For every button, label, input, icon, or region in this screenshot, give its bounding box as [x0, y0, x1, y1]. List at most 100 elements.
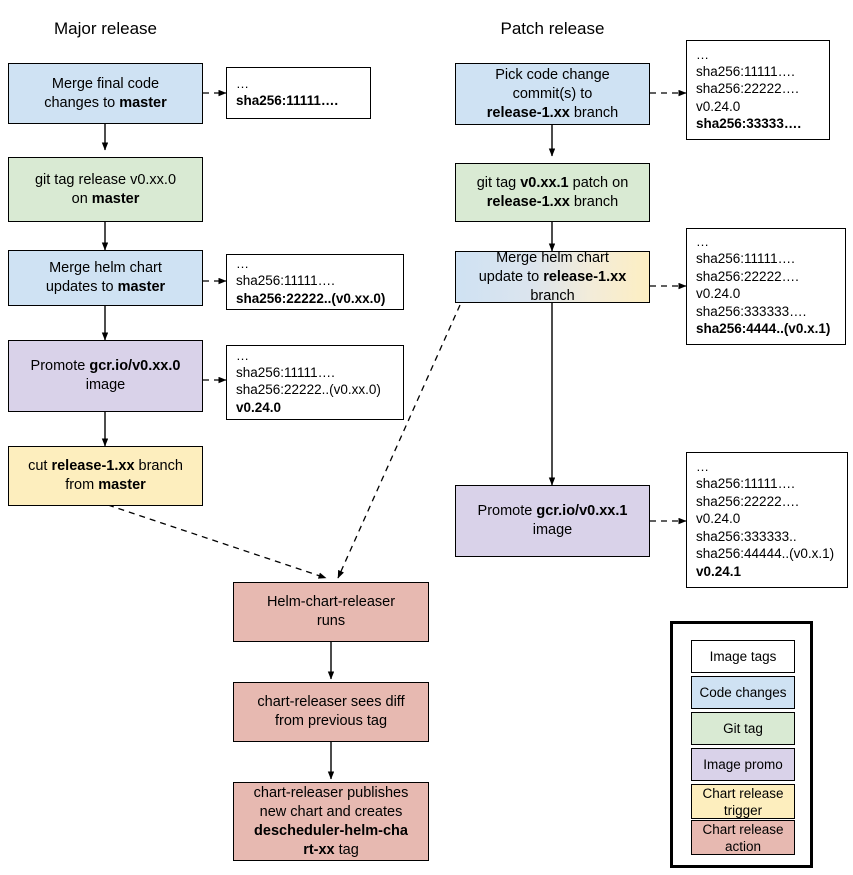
node-chart-releaser-sees-diff[interactable]: chart-releaser sees diff from previous t… [233, 682, 429, 742]
info-line: … [696, 234, 710, 250]
info-line: sha256:44444..(v0.x.1) [696, 546, 835, 561]
node-line-1: Merge helm chart [49, 260, 162, 276]
column-title-major: Major release [54, 19, 157, 38]
column-title-patch: Patch release [500, 19, 605, 38]
node-git-tag-patch[interactable]: git tag v0.xx.1 patch on release-1.xx br… [455, 163, 650, 222]
node-line-1: cut release-1.xx branch [28, 457, 183, 476]
info-line: … [236, 347, 250, 363]
info-line: … [696, 459, 710, 474]
info-line: sha256:333333.. [696, 528, 797, 544]
node-line-3: branch [530, 287, 575, 304]
info-line: sha256:11111…. [236, 273, 335, 288]
node-line-1-text: Promote [477, 503, 537, 519]
node-line-2-strong: master [117, 279, 166, 295]
node-promote-image-major[interactable]: Promote gcr.io/v0.xx.0 image [8, 340, 203, 412]
info-line: … [236, 75, 250, 91]
node-line-2: image [532, 522, 573, 538]
node-line-2-strong: master [119, 94, 167, 111]
legend-item-chart-release-action[interactable]: Chart release action [691, 820, 795, 855]
node-cut-release-branch[interactable]: cut release-1.xx branch from master [8, 446, 203, 506]
node-promote-image-patch[interactable]: Promote gcr.io/v0.xx.1 image [455, 485, 650, 557]
node-line-2-strong: master [91, 190, 140, 207]
legend-label-line-1: Chart release [702, 785, 784, 801]
legend-label-line-1: Chart release [702, 821, 784, 837]
info-line: … [236, 256, 250, 271]
node-line-4-strong: rt-xx [303, 841, 335, 858]
legend-item-code-changes[interactable]: Code changes [691, 676, 795, 709]
node-line-1-strong: release-1.xx [51, 458, 135, 474]
info-line: v0.24.0 [696, 98, 741, 114]
node-line-2-text: update to [478, 268, 544, 285]
node-line-3-text: branch [569, 104, 619, 121]
info-line: sha256:22222…. [696, 81, 799, 96]
node-line-3-strong: descheduler-helm-cha [254, 822, 408, 839]
info-line: sha256:11111…. [696, 251, 795, 267]
node-helm-chart-releaser-runs[interactable]: Helm-chart-releaser runs [233, 582, 429, 642]
node-line-3: descheduler-helm-cha [254, 822, 409, 841]
node-line-2: new chart and creates [259, 803, 403, 820]
info-line: sha256:11111…. [236, 92, 339, 108]
legend-label-line-2: action [724, 838, 761, 854]
info-line: v0.24.0 [236, 399, 282, 415]
node-line-2-strong: master [98, 477, 146, 493]
node-line-2-text: on [71, 190, 92, 207]
node-line-1-strong: gcr.io/v0.xx.1 [536, 503, 628, 519]
node-merge-helm-chart-updates-master[interactable]: Merge helm chart updates to master [8, 250, 203, 306]
info-line: sha256:11111…. [236, 364, 335, 380]
node-line-4: rt-xx tag [254, 841, 409, 860]
legend-label: Git tag [723, 721, 763, 736]
node-line-2-strong: release-1.xx [543, 268, 627, 285]
node-line-2-strong: release-1.xx [486, 193, 570, 210]
node-merge-final-code-changes[interactable]: Merge final code changes to master [8, 63, 203, 124]
info-line: sha256:11111…. [696, 63, 795, 79]
node-line-2-text: changes to [44, 94, 120, 111]
legend-item-git-tag[interactable]: Git tag [691, 712, 795, 745]
node-line-3: release-1.xx branch [487, 104, 618, 123]
legend: Image tags Code changes Git tag Image pr… [670, 621, 813, 868]
node-line-4-text: tag [334, 841, 359, 858]
node-line-1: Merge helm chart [496, 249, 609, 266]
legend-item-image-tags[interactable]: Image tags [691, 640, 795, 673]
node-line-1-strong: gcr.io/v0.xx.0 [89, 358, 181, 374]
node-line-2: from previous tag [274, 713, 388, 729]
info-line: sha256:22222..(v0.xx.0) [236, 290, 386, 306]
node-line-2-text: branch [569, 193, 619, 210]
legend-item-chart-release-trigger[interactable]: Chart release trigger [691, 784, 795, 819]
node-line-1: Promote gcr.io/v0.xx.1 [478, 502, 628, 521]
info-line: sha256:22222..(v0.xx.0) [236, 382, 381, 398]
legend-label: Image tags [709, 649, 777, 664]
node-line-1-text: Promote [30, 358, 90, 374]
node-line-2: release-1.xx branch [477, 193, 629, 212]
node-pick-code-change-commits[interactable]: Pick code change commit(s) to release-1.… [455, 63, 650, 125]
node-line-2-text: updates to [45, 279, 118, 295]
node-line-2: updates to master [46, 278, 165, 297]
node-merge-helm-chart-update-release-branch[interactable]: Merge helm chart update to release-1.xx … [455, 249, 650, 304]
info-line: v0.24.0 [696, 286, 741, 302]
info-line: sha256:4444..(v0.x.1) [696, 321, 831, 337]
node-chart-releaser-publishes[interactable]: chart-releaser publishes new chart and c… [233, 782, 429, 861]
info-box-3: …sha256:11111…. sha256:22222..(v0.xx.0)v0… [226, 345, 404, 420]
legend-label: Code changes [699, 685, 787, 700]
node-line-2: on master [35, 190, 176, 209]
node-line-2: update to release-1.xx [479, 268, 627, 287]
node-line-1-text: cut [28, 458, 52, 474]
node-line-1-tail: patch on [568, 174, 629, 191]
node-git-tag-release-major[interactable]: git tag release v0.xx.0 on master [8, 157, 203, 222]
node-line-1: chart-releaser publishes [253, 784, 409, 801]
info-line: sha256:22222…. [696, 493, 799, 509]
node-line-2: from master [28, 476, 183, 495]
node-line-1: Helm-chart-releaser [266, 594, 396, 610]
node-line-1-tail: branch [134, 458, 183, 474]
legend-item-image-promo[interactable]: Image promo [691, 748, 795, 781]
node-line-1-strong: v0.xx.1 [520, 174, 569, 191]
info-line: … [696, 46, 710, 62]
node-line-1: git tag v0.xx.1 patch on [477, 174, 629, 193]
node-line-1-text: git tag [476, 174, 521, 191]
legend-label: Image promo [703, 757, 783, 772]
node-line-2: runs [316, 613, 346, 629]
node-line-1: Pick code change [495, 66, 610, 83]
legend-label-line-2: trigger [723, 802, 763, 818]
info-line: sha256:11111…. [696, 476, 795, 491]
